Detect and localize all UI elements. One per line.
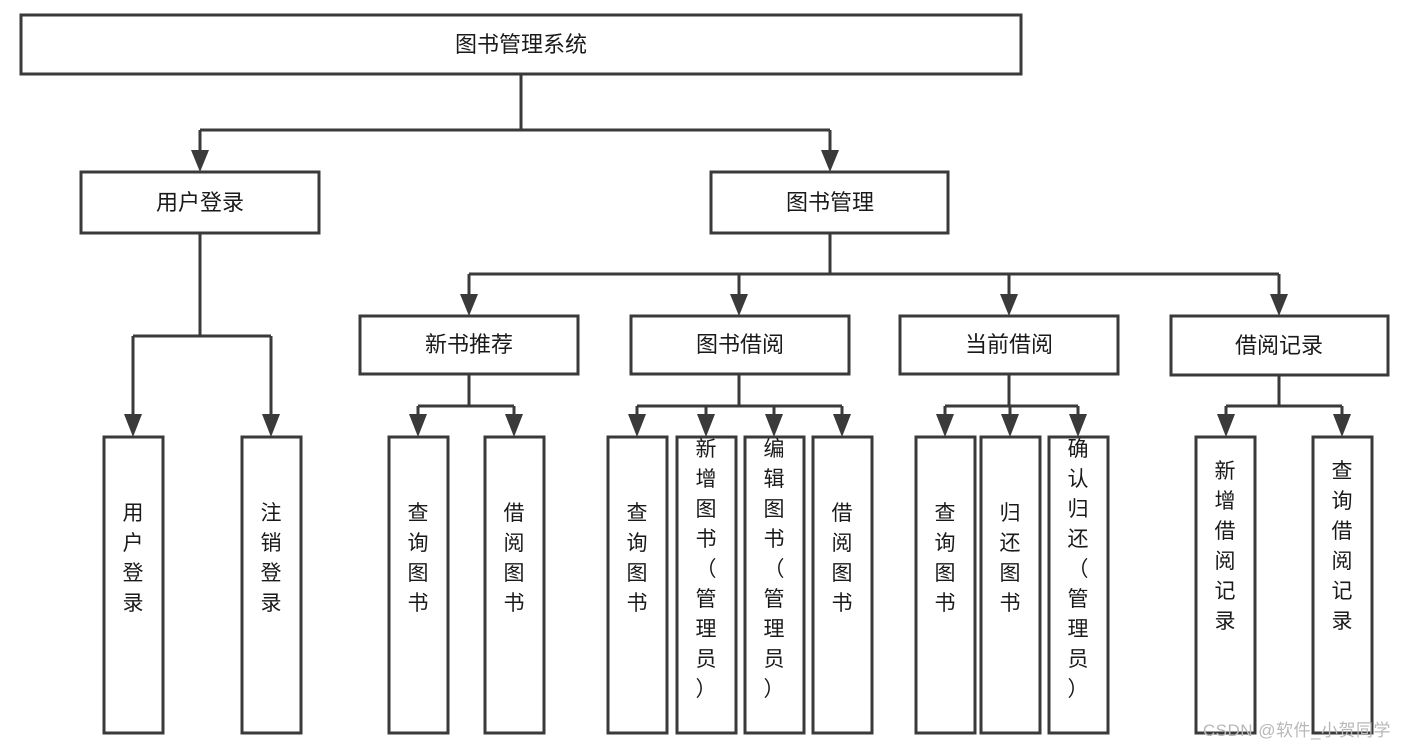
leaf-current-borrow-0[interactable]: 查询图书 — [914, 435, 977, 735]
node-root-label: 图书管理系统 — [455, 32, 587, 57]
leaf-new-book-1[interactable]: 借阅图书 — [483, 435, 546, 735]
leaf-user-login-1[interactable]: 注销登录 — [240, 435, 303, 735]
leaf-current-borrow-2[interactable]: 确认归还（管理员） — [1047, 435, 1110, 735]
leaf-borrow-record-1[interactable]: 查询借阅记录 — [1311, 435, 1374, 735]
node-user-login-box — [79, 170, 321, 235]
arrow-current-leaf3 — [1069, 414, 1087, 437]
leaf-new-book-1-label: 借阅图书 — [504, 502, 525, 615]
leaf-current-borrow-0-box — [914, 435, 977, 735]
node-new-book-recommend-box — [358, 314, 580, 376]
leaf-current-borrow-2-label: 确认归还（管理员） — [1068, 438, 1089, 701]
node-current-borrow-label: 当前借阅 — [965, 332, 1053, 357]
leaf-current-borrow-2-box — [1047, 435, 1110, 735]
leaf-book-borrow-2-box — [743, 435, 806, 735]
leaf-current-borrow-1-box — [979, 435, 1042, 735]
arrow-record-leaf2 — [1333, 414, 1351, 437]
leaf-new-book-0[interactable]: 查询图书 — [387, 435, 450, 735]
node-book-borrow-label: 图书借阅 — [696, 332, 784, 357]
arrow-borrow-leaf2 — [697, 414, 715, 437]
leaf-user-login-0-label: 用户登录 — [123, 502, 144, 615]
arrow-book-mgmt-to-new-book — [460, 294, 478, 316]
leaf-borrow-record-0[interactable]: 新增借阅记录 — [1194, 435, 1257, 735]
node-book-management-label: 图书管理 — [786, 190, 874, 215]
leaf-user-login-1-label: 注销登录 — [261, 502, 282, 615]
arrow-current-leaf1 — [936, 414, 954, 437]
node-root-box — [19, 13, 1023, 76]
leaf-borrow-record-0-box — [1194, 435, 1257, 735]
arrow-record-leaf1 — [1217, 414, 1235, 437]
node-new-book-recommend[interactable]: 新书推荐 — [358, 314, 580, 376]
arrow-new-book-leaf1 — [409, 414, 427, 437]
node-current-borrow-box — [898, 314, 1120, 376]
node-root[interactable]: 图书管理系统 — [19, 13, 1023, 76]
leaf-user-login-0[interactable]: 用户登录 — [102, 435, 165, 735]
arrow-user-login-leaf2 — [262, 414, 280, 437]
leaf-book-borrow-3[interactable]: 借阅图书 — [811, 435, 874, 735]
leaf-borrow-record-1-label: 查询借阅记录 — [1332, 460, 1353, 633]
node-borrow-record[interactable]: 借阅记录 — [1169, 314, 1390, 377]
leaf-book-borrow-0-label: 查询图书 — [627, 502, 648, 615]
leaf-user-login-1-box — [240, 435, 303, 735]
leaf-new-book-0-label: 查询图书 — [408, 502, 429, 615]
arrow-borrow-leaf3 — [765, 414, 783, 437]
connector-layer — [124, 74, 1351, 437]
leaf-user-login-0-box — [102, 435, 165, 735]
node-user-login[interactable]: 用户登录 — [79, 170, 321, 235]
csdn-watermark: CSDN @软件_小贺同学 — [1202, 721, 1391, 740]
leaf-book-borrow-3-label: 借阅图书 — [832, 502, 853, 615]
arrow-book-mgmt-to-borrow — [730, 294, 748, 316]
node-book-borrow-box — [629, 314, 851, 376]
node-user-login-label: 用户登录 — [156, 190, 244, 215]
leaf-borrow-record-0-label: 新增借阅记录 — [1215, 460, 1236, 633]
leaf-book-borrow-2-label: 编辑图书（管理员） — [764, 438, 785, 701]
arrow-user-login-leaf1 — [124, 414, 142, 437]
node-new-book-recommend-label: 新书推荐 — [425, 332, 513, 357]
leaf-borrow-record-1-box — [1311, 435, 1374, 735]
arrow-borrow-leaf1 — [628, 414, 646, 437]
leaf-new-book-1-box — [483, 435, 546, 735]
arrow-book-mgmt-to-current — [1000, 294, 1018, 316]
leaf-book-borrow-2[interactable]: 编辑图书（管理员） — [743, 435, 806, 735]
leaf-current-borrow-1-label: 归还图书 — [1000, 502, 1021, 615]
arrow-current-leaf2 — [1001, 414, 1019, 437]
node-current-borrow[interactable]: 当前借阅 — [898, 314, 1120, 376]
node-borrow-record-label: 借阅记录 — [1235, 333, 1323, 358]
node-borrow-record-box — [1169, 314, 1390, 377]
leaf-new-book-0-box — [387, 435, 450, 735]
leaf-book-borrow-3-box — [811, 435, 874, 735]
arrow-borrow-leaf4 — [833, 414, 851, 437]
leaf-current-borrow-1[interactable]: 归还图书 — [979, 435, 1042, 735]
arrow-root-to-user-login — [191, 150, 209, 172]
leaf-book-borrow-1-label: 新增图书（管理员） — [696, 438, 717, 701]
leaf-current-borrow-0-label: 查询图书 — [935, 502, 956, 615]
node-book-management-box — [709, 170, 950, 235]
node-book-management[interactable]: 图书管理 — [709, 170, 950, 235]
leaf-book-borrow-0[interactable]: 查询图书 — [606, 435, 669, 735]
arrow-new-book-leaf2 — [505, 414, 523, 437]
arrow-book-mgmt-to-record — [1270, 294, 1288, 316]
arrow-root-to-book-mgmt — [821, 150, 839, 172]
leaf-book-borrow-1-box — [675, 435, 738, 735]
node-book-borrow[interactable]: 图书借阅 — [629, 314, 851, 376]
leaf-book-borrow-1[interactable]: 新增图书（管理员） — [675, 435, 738, 735]
leaf-book-borrow-0-box — [606, 435, 669, 735]
